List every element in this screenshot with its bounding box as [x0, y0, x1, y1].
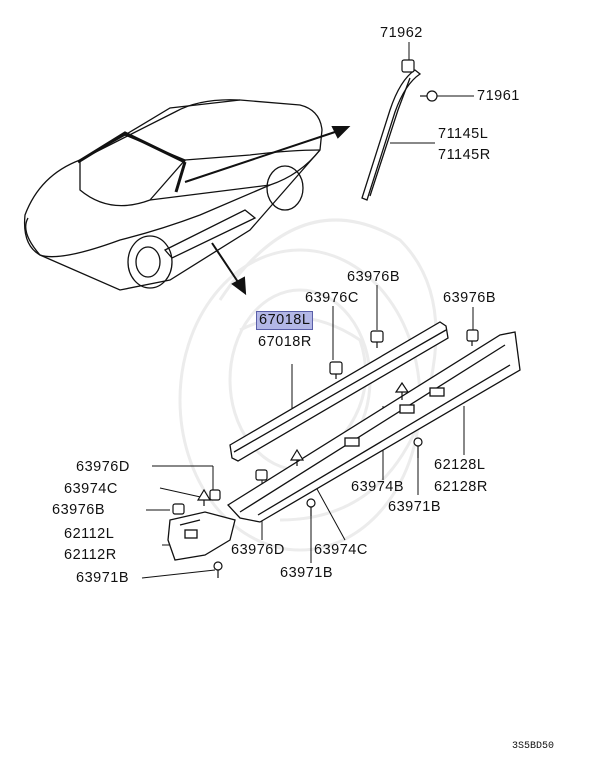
label-63976b-top: 63976B: [347, 269, 400, 285]
label-63976c: 63976C: [305, 290, 359, 306]
label-63976b-left: 63976B: [52, 502, 105, 518]
side-sill-cover-62128: [226, 331, 521, 523]
clip-63974c-left: [196, 488, 212, 506]
windshield-pillar: [174, 161, 187, 193]
label-62128l: 62128L: [434, 457, 486, 473]
car-outline: [23, 99, 323, 291]
clip-63974c-bottom: [289, 448, 305, 466]
label-71961: 71961: [477, 88, 520, 104]
clip-71962: [401, 59, 415, 73]
label-71145l: 71145L: [438, 126, 489, 142]
label-63971b-mid: 63971B: [388, 499, 441, 515]
clip-63974b: [394, 381, 410, 400]
clip-63976b-right: [466, 329, 479, 346]
arrows: [184, 126, 351, 296]
label-67018l-highlighted: 67018L: [256, 311, 314, 330]
screw-71961: [420, 90, 438, 102]
label-63974c-left: 63974C: [64, 481, 118, 497]
label-71962: 71962: [380, 25, 423, 41]
label-62112r: 62112R: [64, 547, 117, 563]
label-63971b-bottom: 63971B: [280, 565, 333, 581]
clip-63976d-left: [209, 489, 221, 501]
label-63974c-bottom: 63974C: [314, 542, 368, 558]
label-63976d-bottom: 63976D: [231, 542, 285, 558]
label-63971b-left: 63971B: [76, 570, 129, 586]
screw-63971b-mid: [413, 437, 423, 458]
clip-63976d-bottom: [255, 469, 268, 481]
sill-garnish-67018: [229, 321, 449, 462]
windshield-frame: [77, 131, 186, 164]
clip-63976b-left: [172, 503, 185, 515]
label-62112l: 62112L: [64, 526, 115, 542]
leader-lines: [141, 42, 474, 579]
label-67018r: 67018R: [258, 334, 312, 350]
label-62128r: 62128R: [434, 479, 488, 495]
label-63976b-right: 63976B: [443, 290, 496, 306]
screw-63971b-left: [213, 561, 223, 578]
fasteners: [172, 329, 479, 578]
label-71145r: 71145R: [438, 147, 491, 163]
windshield-molding: [361, 69, 422, 201]
label-63976d-left: 63976D: [76, 459, 130, 475]
clip-63976b-top: [370, 330, 384, 348]
label-63974b: 63974B: [351, 479, 404, 495]
clip-63976c: [329, 361, 343, 379]
screw-63971b-bottom: [306, 498, 316, 516]
mud-guard-62112: [167, 511, 236, 561]
figure-code: 3S5BD50: [512, 741, 555, 752]
